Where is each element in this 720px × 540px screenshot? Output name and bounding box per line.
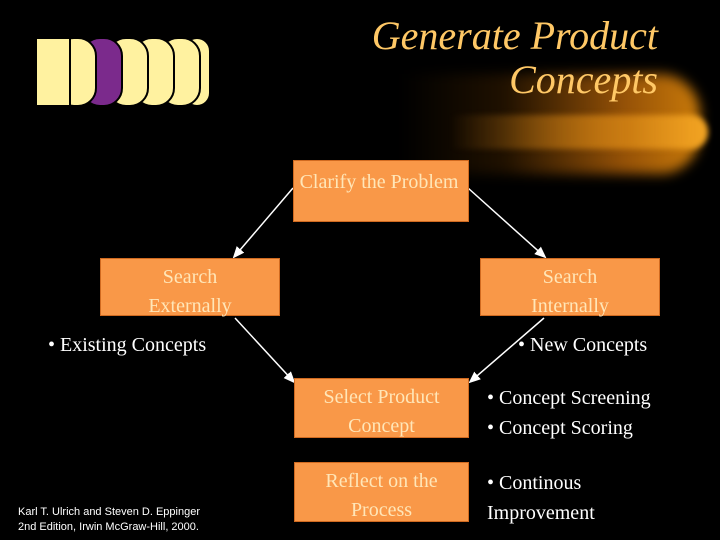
reflect-process-line-2: Process	[350, 499, 413, 521]
slide-title: Generate Product Concepts	[238, 14, 658, 102]
arrow-to-search-internally	[467, 187, 547, 259]
improvement-note: Improvement	[487, 502, 595, 524]
search-externally-box	[100, 258, 280, 316]
search-internally-line-2: Internally	[531, 295, 609, 317]
select-concept-notes: • Concept Screening • Concept Scoring	[487, 383, 651, 443]
reflect-process-line-1: Reflect on the	[325, 470, 438, 492]
source-credit: Karl T. Ulrich and Steven D. Eppinger 2n…	[18, 505, 200, 535]
search-internally-box	[480, 258, 660, 316]
reflect-notes: • Continous Improvement	[487, 468, 595, 528]
credit-line-1: Karl T. Ulrich and Steven D. Eppinger	[18, 506, 200, 518]
concept-screening-note: • Concept Screening	[487, 387, 651, 409]
new-concepts-note: • New Concepts	[518, 334, 648, 356]
arrow-external-to-select	[234, 317, 296, 384]
select-product-concept-line-2: Concept	[348, 415, 415, 437]
credit-line-2: 2nd Edition, Irwin McGraw-Hill, 2000.	[18, 521, 199, 533]
arrow-to-search-externally	[232, 187, 294, 259]
search-externally-line-1: Search	[162, 266, 218, 288]
arrow-internal-to-select	[468, 317, 545, 384]
process-phase-logo	[35, 37, 211, 107]
search-externally-label: Search Externally	[100, 263, 280, 321]
concept-scoring-note: • Concept Scoring	[487, 417, 633, 439]
continous-note: • Continous	[487, 472, 582, 494]
reflect-process-label: Reflect on the Process	[294, 467, 469, 525]
search-internally-label: Search Internally	[480, 263, 660, 321]
reflect-process-box	[294, 462, 469, 522]
search-internally-line-1: Search	[542, 266, 598, 288]
select-product-concept-label: Select Product Concept	[294, 383, 469, 441]
select-product-concept-box	[294, 378, 469, 438]
clarify-problem-label: Clarify the Problem	[299, 171, 459, 193]
existing-concepts-note: • Existing Concepts	[48, 334, 207, 356]
title-line-1: Generate Product	[371, 13, 658, 58]
search-externally-line-2: Externally	[148, 295, 232, 317]
select-product-concept-line-1: Select Product	[323, 386, 440, 408]
title-glow-highlight	[450, 115, 708, 149]
title-line-2: Concepts	[509, 57, 658, 102]
clarify-problem-box	[293, 160, 469, 222]
